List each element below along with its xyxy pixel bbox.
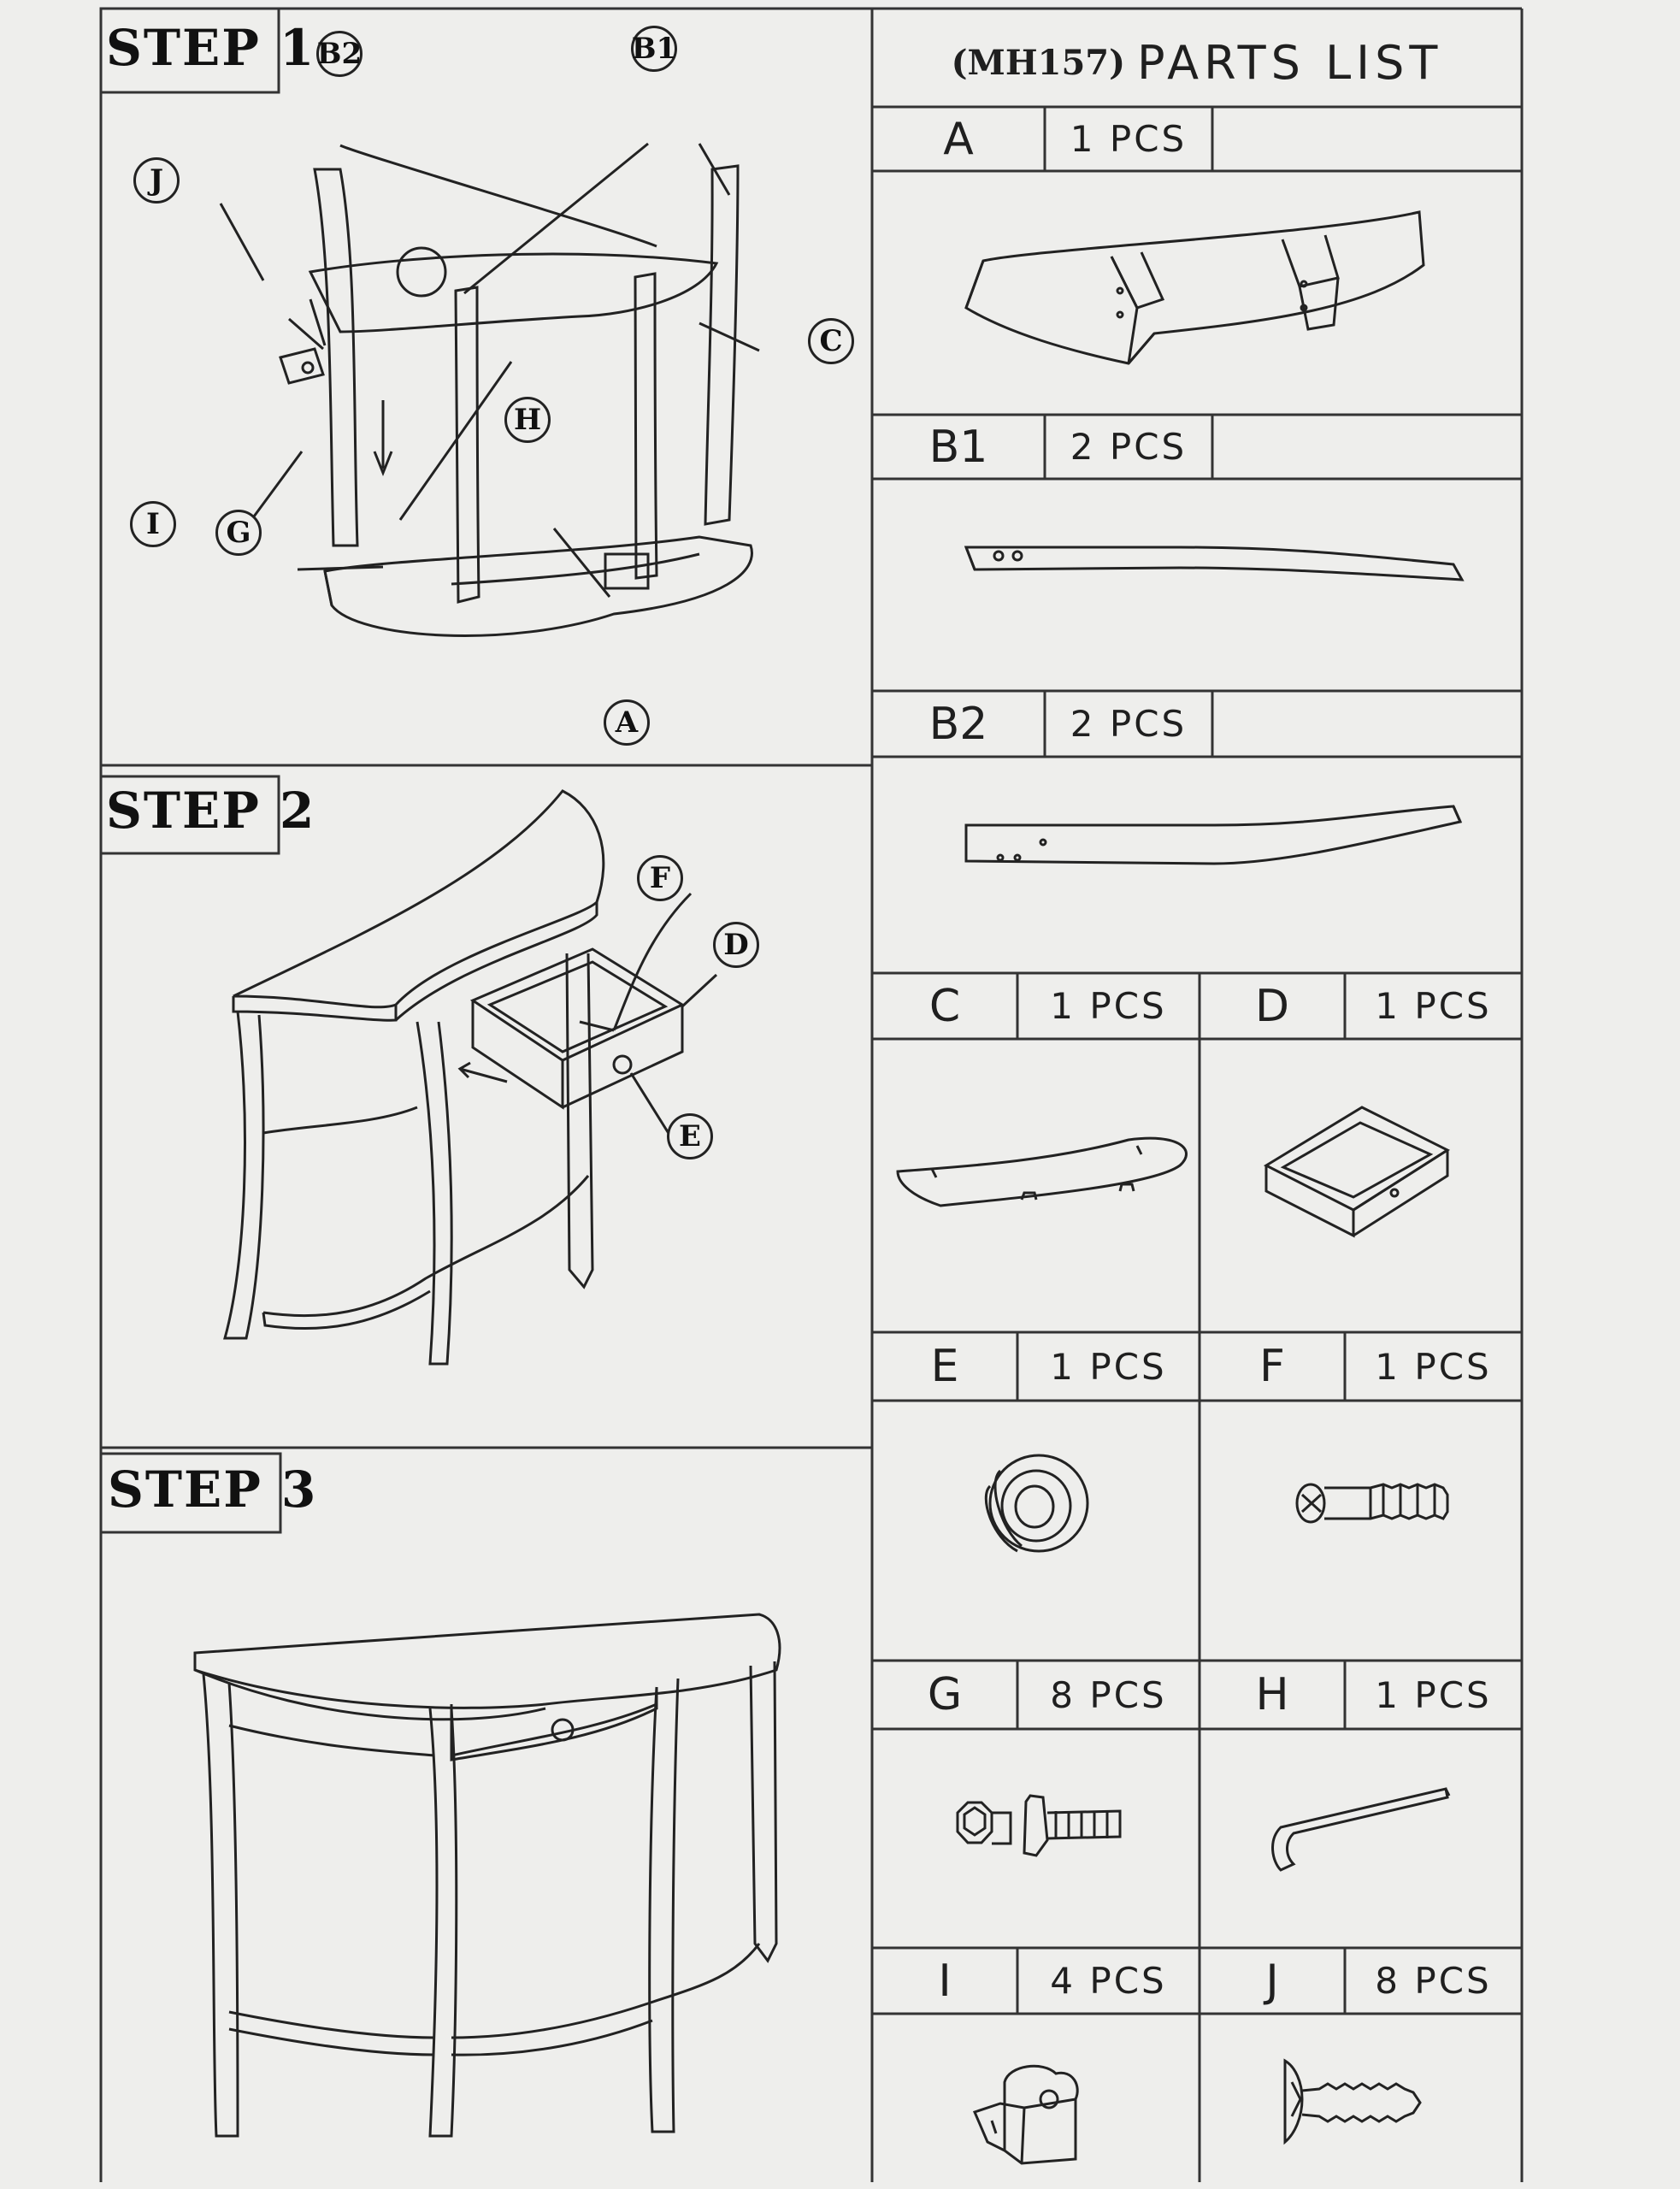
step-2-drawing xyxy=(223,789,718,1366)
part-b2-drawing xyxy=(964,805,1463,865)
part-b2-id: B2 xyxy=(928,698,988,750)
part-i-qty: 4 PCS xyxy=(1050,1960,1167,2002)
part-e-drawing xyxy=(984,1454,1089,1553)
part-a-id: A xyxy=(943,113,974,165)
step-1-callout-a: A xyxy=(604,699,650,746)
part-f-qty: 1 PCS xyxy=(1375,1345,1492,1388)
part-f-id: F xyxy=(1259,1341,1285,1392)
part-a-drawing xyxy=(964,210,1425,365)
part-a-qty: 1 PCS xyxy=(1070,118,1188,160)
step-1-callout-g: G xyxy=(215,510,262,556)
parts-list-title: (MH157) PARTS LIST xyxy=(872,24,1522,101)
part-d-id: D xyxy=(1254,980,1290,1032)
part-g-qty: 8 PCS xyxy=(1050,1673,1167,1716)
part-h-drawing xyxy=(1271,1787,1451,1872)
part-c-drawing xyxy=(896,1136,1188,1207)
step-1-callout-b2: B2 xyxy=(316,31,363,77)
model-number: (MH157) xyxy=(951,42,1126,83)
step-2-callout-f: F xyxy=(637,855,683,901)
part-b1-drawing xyxy=(964,546,1465,581)
part-g-drawing xyxy=(956,1794,1122,1857)
part-g-id: G xyxy=(927,1669,963,1720)
step-1-callout-h: H xyxy=(504,397,551,443)
part-j-qty: 8 PCS xyxy=(1375,1960,1492,2002)
step-1-callout-b1: B1 xyxy=(631,26,677,72)
part-e-id: E xyxy=(930,1341,959,1392)
part-c-qty: 1 PCS xyxy=(1050,985,1167,1027)
part-d-qty: 1 PCS xyxy=(1375,985,1492,1027)
part-j-drawing xyxy=(1283,2058,1422,2145)
step-1-label: STEP 1 xyxy=(106,19,316,77)
step-1-callout-c: C xyxy=(808,318,854,364)
part-b1-id: B1 xyxy=(928,421,988,473)
step-2-label: STEP 2 xyxy=(106,782,316,840)
step-3-drawing xyxy=(193,1613,781,2138)
step-1-drawing xyxy=(219,142,760,637)
step-1-callout-j: J xyxy=(133,157,180,204)
part-i-drawing xyxy=(972,2064,1079,2165)
part-d-drawing xyxy=(1263,1106,1451,1238)
part-f-drawing xyxy=(1295,1483,1449,1524)
step-2-callout-e: E xyxy=(667,1113,713,1159)
part-i-id: I xyxy=(938,1955,952,2007)
part-b1-qty: 2 PCS xyxy=(1070,426,1188,468)
part-b2-qty: 2 PCS xyxy=(1070,703,1188,745)
part-h-id: H xyxy=(1255,1669,1289,1720)
part-c-id: C xyxy=(928,980,961,1032)
step-3-label: STEP 3 xyxy=(108,1460,318,1519)
step-1-callout-i: I xyxy=(130,501,176,547)
parts-list-heading: PARTS LIST xyxy=(1137,35,1443,90)
part-e-qty: 1 PCS xyxy=(1050,1345,1167,1388)
step-2-callout-d: D xyxy=(713,922,759,968)
part-j-id: J xyxy=(1265,1955,1279,2007)
part-h-qty: 1 PCS xyxy=(1375,1673,1492,1716)
